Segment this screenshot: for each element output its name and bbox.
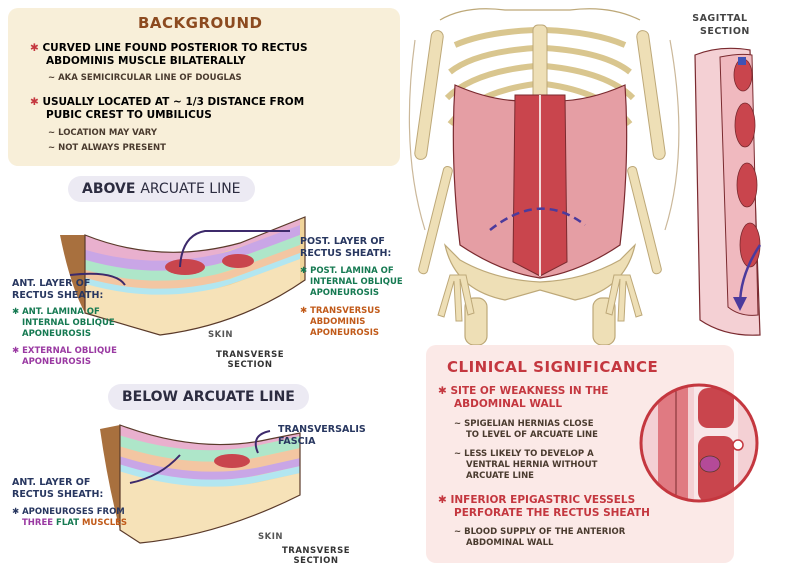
above-cross-section [60,216,306,336]
background-sub-3: ~ NOT ALWAYS PRESENT [48,143,166,153]
arcuate-line-dashed [489,207,586,231]
background-card [8,8,400,166]
above-ant-item-2: ✱ EXTERNAL OBLIQUE APONEUROSIS [12,346,117,367]
above-post-layer-label: POST. LAYER of RECTUS SHEATH: [300,236,392,259]
above-post-item-2: ✱ TRANSVERSUS ABDOMINIS APONEUROSIS [300,306,381,338]
arm-bones [414,30,666,275]
above-ant-item-1: ✱ ANT. LAMINA of INTERNAL OBLIQUE APONEU… [12,307,115,339]
background-title: BACKGROUND [138,14,263,32]
abdomen-illustration [408,8,680,345]
background-item-2: ✱ USUALLY LOCATED at ~ 1/3 DISTANCE from… [30,96,305,121]
clinical-sub-3: ~ BLOOD SUPPLY of the ANTERIOR ABDOMINAL… [454,527,626,548]
below-rectus-muscle [214,454,250,468]
hernia-bulge [699,455,721,473]
below-ant-leader [129,454,181,484]
clinical-magnified-view [639,383,759,503]
asterisk-icon: ✱ [438,494,447,506]
hands [437,274,643,322]
sagittal-rectus-segments [733,58,761,268]
below-fascia-leader [254,430,271,454]
below-cross-section [100,424,301,544]
below-skin-label: SKIN [258,532,283,542]
above-section-label: TRANSVERSE SECTION [216,350,285,370]
above-layers [85,217,305,335]
clinical-title: CLINICAL SIGNIFICANCE [447,358,659,376]
sagittal-section-label: SAGITTAL SECTION [692,13,750,37]
above-oblique-muscle [222,254,254,268]
above-ant-leader [69,272,126,286]
above-post-item-1: ✱ POST. LAMINA of INTERNAL OBLIQUE APONE… [300,266,403,298]
clinical-sub-1: ~ SPIGELIAN HERNIAS CLOSE to LEVEL of AR… [454,419,598,440]
below-aponeuroses-label: ✱ APONEUROSES from THREE FLAT MUSCLES [12,507,128,528]
sagittal-section-diagram [694,47,762,336]
below-section-label: TRANSVERSE SECTION [282,546,351,566]
background-item-1: ✱ CURVED LINE FOUND POSTERIOR to RECTUS … [30,42,308,67]
background-sub-1: ~ aka SEMICIRCULAR LINE OF DOUGLAS [48,73,242,83]
clinical-item-2: ✱ INFERIOR EPIGASTRIC VESSELS PERFORATE … [438,494,650,519]
asterisk-icon: ✱ [30,96,39,108]
above-rectus-muscle [165,259,205,275]
below-fascia-label: TRANSVERSALIS FASCIA [278,424,366,447]
above-arcuate-pill: ABOVE ARCUATE LINE [68,176,255,202]
above-ant-layer-label: ANT. LAYER of RECTUS SHEATH: [12,278,104,301]
above-skin-label: SKIN [208,330,233,340]
asterisk-icon: ✱ [30,42,39,54]
clinical-sub-2: ~ LESS LIKELY to DEVELOP a VENTRAL HERNI… [454,449,598,481]
below-arcuate-pill: BELOW ARCUATE LINE [108,384,309,410]
clinical-item-1: ✱ SITE of WEAKNESS in the ABDOMINAL WALL [438,385,609,410]
background-sub-2: ~ LOCATION MAY VARY [48,128,158,138]
above-post-leader [179,230,290,268]
asterisk-icon: ✱ [438,385,447,397]
rectus-segment-upper [698,388,734,428]
below-ant-layer-label: ANT. LAYER of RECTUS SHEATH: [12,477,104,500]
below-skin-side [100,425,120,530]
